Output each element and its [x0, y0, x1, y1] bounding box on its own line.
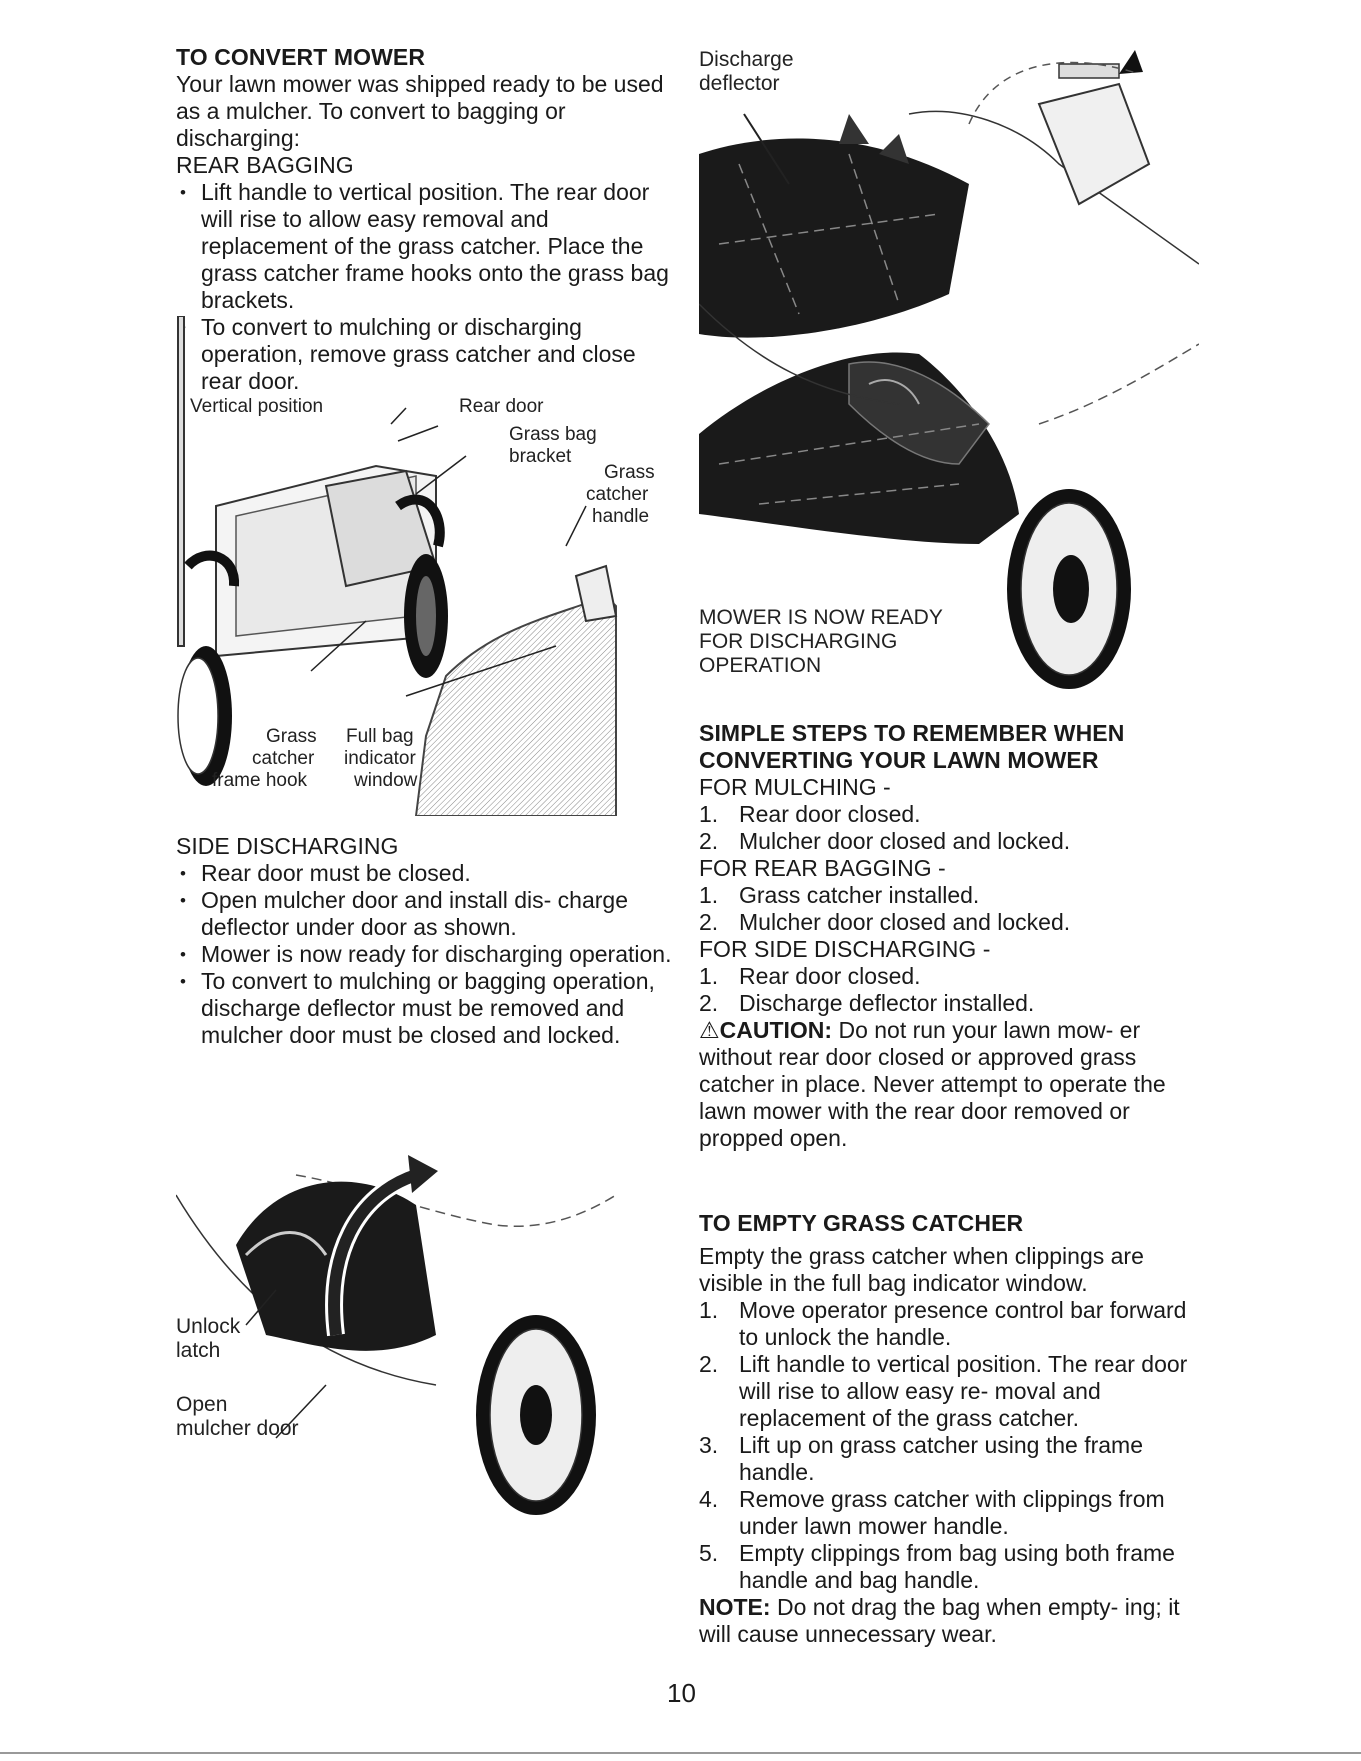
list-item: 2.Mulcher door closed and locked. — [699, 828, 1071, 854]
label-catcher: catcher — [586, 484, 649, 505]
label-latch: latch — [176, 1339, 221, 1362]
list-item: 2.Lift handle to vertical position. The … — [699, 1351, 1188, 1431]
label-full-bag: Full bag — [346, 726, 414, 747]
empty-catcher-intro: Empty the grass catcher when clippings a… — [699, 1243, 1144, 1296]
mulching-title: FOR MULCHING - — [699, 774, 891, 800]
convert-intro: Your lawn mower was shipped ready to be … — [176, 71, 664, 151]
list-item: 1.Grass catcher installed. — [699, 882, 980, 908]
deflector-figure: Discharge deflector MOWER IS NOW READY F… — [699, 44, 1199, 694]
label-unlock: Unlock — [176, 1315, 241, 1338]
label-grass: Grass — [604, 462, 655, 483]
list-item: Mower is now ready for discharging opera… — [176, 941, 676, 968]
rear-bagging-title: REAR BAGGING — [176, 152, 354, 178]
label-ready-2: FOR DISCHARGING — [699, 630, 898, 653]
list-item: 1.Move operator presence control bar for… — [699, 1297, 1187, 1350]
side-discharging-list: Rear door must be closed. Open mulcher d… — [176, 860, 676, 1049]
caution-label: CAUTION: — [719, 1017, 833, 1043]
list-item: Rear door must be closed. — [176, 860, 676, 887]
list-item: 4.Remove grass catcher with clippings fr… — [699, 1486, 1165, 1539]
simple-steps-heading-2: CONVERTING YOUR LAWN MOWER — [699, 747, 1099, 773]
convert-heading: TO CONVERT MOWER — [176, 44, 426, 70]
side-discharging-steps-title: FOR SIDE DISCHARGING - — [699, 936, 991, 962]
side-discharging-steps-list: 1.Rear door closed. 2.Discharge deflecto… — [699, 963, 1199, 1017]
list-item: To convert to mulching or bagging operat… — [176, 968, 676, 1049]
label-indicator: indicator — [344, 748, 416, 769]
label-open: Open — [176, 1393, 228, 1416]
bagging-figure: Vertical position Rear door Grass bag br… — [176, 316, 676, 816]
mulcher-door-figure: Unlock latch Open mulcher door — [176, 1135, 676, 1515]
mulching-list: 1.Rear door closed. 2.Mulcher door close… — [699, 801, 1199, 855]
rear-bagging-steps-list: 1.Grass catcher installed. 2.Mulcher doo… — [699, 882, 1199, 936]
label-frame-catcher: catcher — [252, 748, 315, 769]
label-deflector: deflector — [699, 72, 780, 95]
note-text: Do not drag the bag when empty- ing; it … — [699, 1594, 1180, 1647]
label-frame-hook: frame hook — [212, 770, 308, 791]
empty-catcher-heading: TO EMPTY GRASS CATCHER — [699, 1210, 1024, 1236]
simple-steps-heading-1: SIMPLE STEPS TO REMEMBER WHEN — [699, 720, 1125, 746]
warning-icon: ⚠ — [699, 1017, 720, 1043]
label-ready-3: OPERATION — [699, 654, 822, 677]
note-paragraph: NOTE: Do not drag the bag when empty- in… — [699, 1594, 1199, 1648]
label-vertical-position: Vertical position — [190, 396, 324, 417]
list-item: Open mulcher door and install dis- charg… — [176, 887, 676, 941]
list-item: 1.Rear door closed. — [699, 801, 921, 827]
empty-catcher-steps: 1.Move operator presence control bar for… — [699, 1297, 1199, 1594]
label-rear-door: Rear door — [459, 396, 544, 417]
page-bottom-rule — [0, 1752, 1361, 1754]
deflector-illustration — [699, 50, 1199, 689]
bagging-illustration — [177, 316, 618, 816]
label-grass-bag: Grass bag — [509, 424, 597, 445]
list-item: 2.Mulcher door closed and locked. — [699, 909, 1071, 935]
label-discharge: Discharge — [699, 48, 794, 71]
list-item: 3.Lift up on grass catcher using the fra… — [699, 1432, 1143, 1485]
label-window: window — [354, 770, 418, 791]
label-mulcher-door: mulcher door — [176, 1417, 299, 1440]
label-handle: handle — [592, 506, 650, 527]
note-label: NOTE: — [699, 1594, 771, 1620]
mulcher-door-illustration — [176, 1155, 617, 1515]
label-ready-1: MOWER IS NOW READY — [699, 606, 943, 629]
page-number: 10 — [667, 1678, 696, 1708]
caution-text: Do not run your lawn mow- er without rea… — [699, 1017, 1166, 1151]
caution-paragraph: ⚠CAUTION: Do not run your lawn mow- er w… — [699, 1017, 1199, 1152]
rear-bagging-steps-title: FOR REAR BAGGING - — [699, 855, 946, 881]
list-item: 5.Empty clippings from bag using both fr… — [699, 1540, 1175, 1593]
side-discharging-title: SIDE DISCHARGING — [176, 833, 399, 859]
label-bracket: bracket — [509, 446, 572, 467]
list-item: 1.Rear door closed. — [699, 963, 921, 989]
list-item: 2.Discharge deflector installed. — [699, 990, 1035, 1016]
list-item: Lift handle to vertical position. The re… — [176, 179, 676, 314]
rear-bagging-list: Lift handle to vertical position. The re… — [176, 179, 676, 395]
label-frame-grass: Grass — [266, 726, 317, 747]
